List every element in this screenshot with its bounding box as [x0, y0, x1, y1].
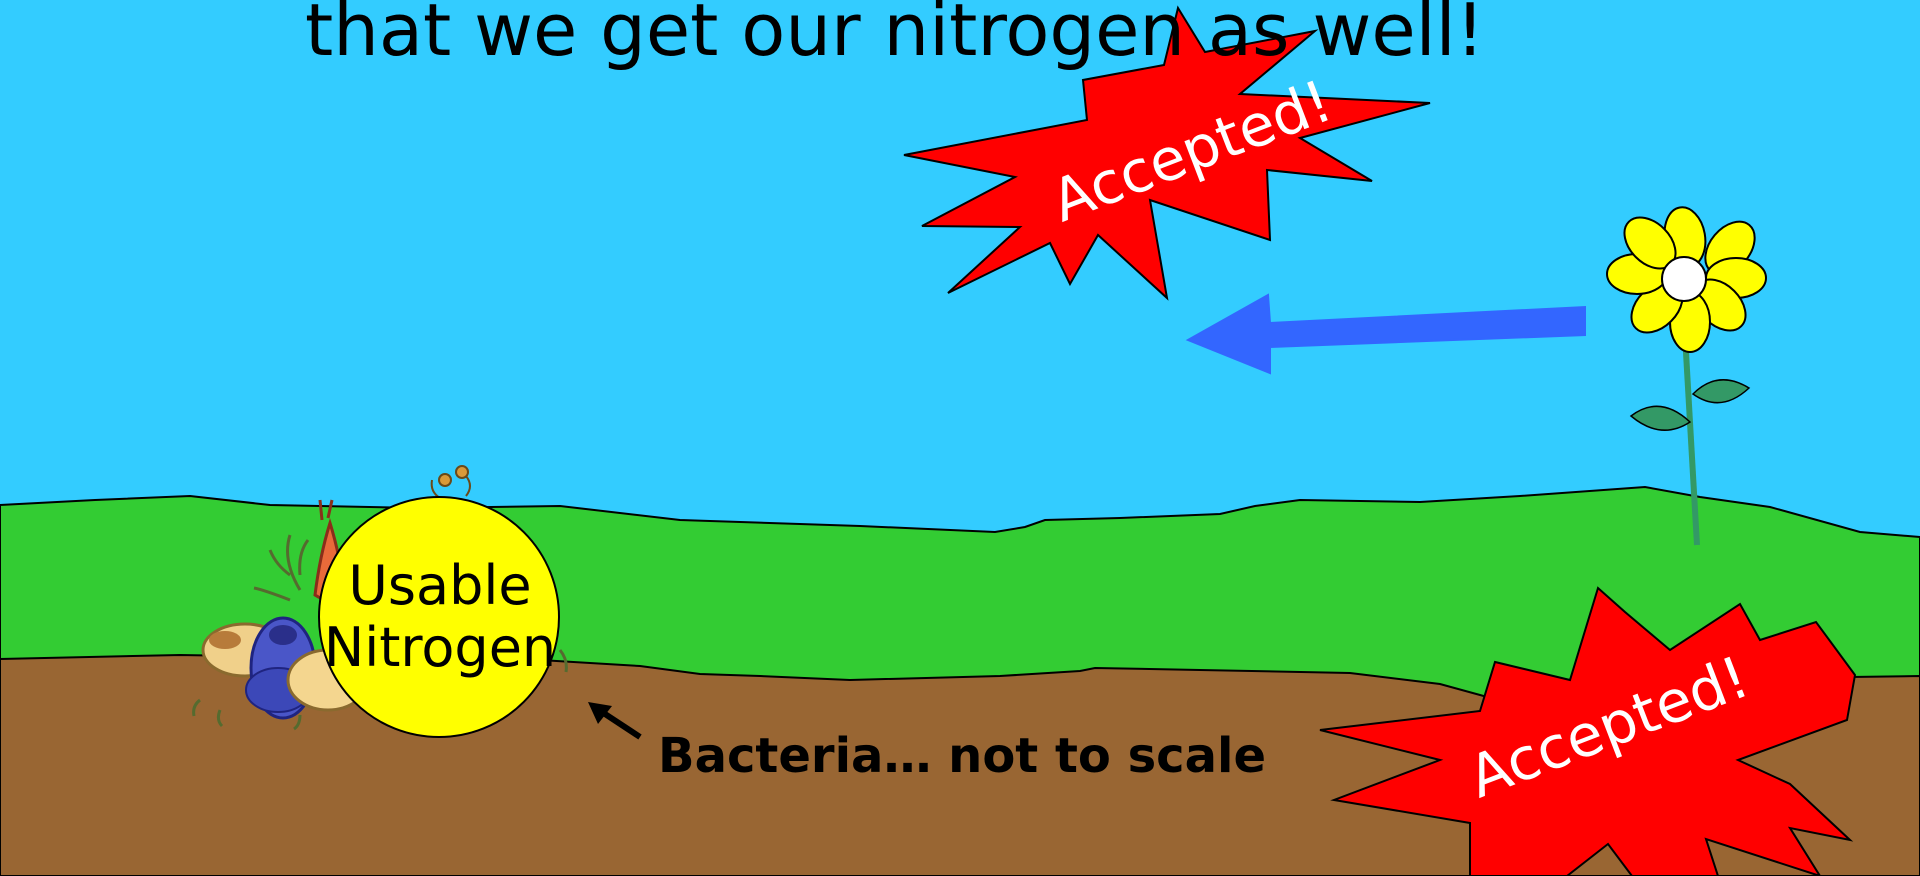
usable-nitrogen-line2: Nitrogen	[320, 617, 560, 679]
usable-nitrogen-label: Usable Nitrogen	[320, 555, 560, 679]
bacteria-caption: Bacteria… not to scale	[658, 732, 1266, 780]
usable-nitrogen-line1: Usable	[320, 555, 560, 617]
slide-title: that we get our nitrogen as well!	[305, 0, 1485, 66]
